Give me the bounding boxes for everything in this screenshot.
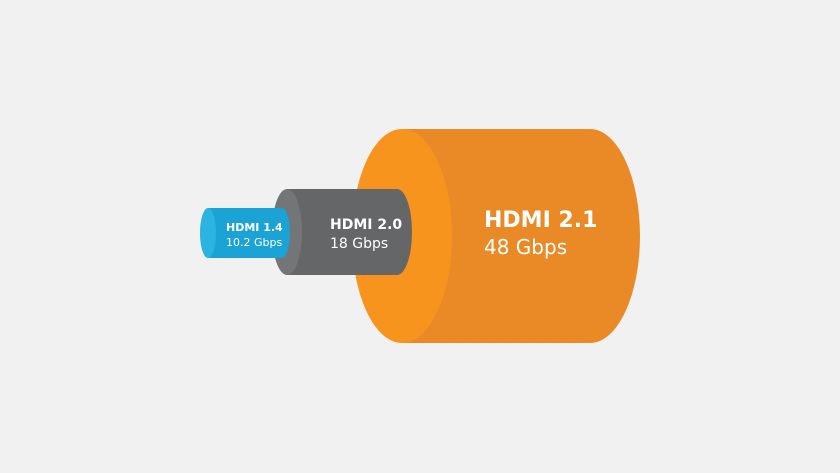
cylinder-body [208,208,290,258]
label-hdmi-2-1-speed: 48 Gbps [484,235,567,259]
cylinder-hdmi-1-4 [200,208,290,258]
label-hdmi-1-4-name: HDMI 1.4 [226,221,283,234]
cylinder-body [287,189,412,275]
label-hdmi-2-0-name: HDMI 2.0 [330,217,402,233]
label-hdmi-2-1-name: HDMI 2.1 [484,208,597,233]
cylinder-hdmi-2-1 [352,129,640,343]
label-hdmi-1-4-speed: 10.2 Gbps [226,236,282,249]
cylinder-front-face [200,208,216,258]
label-hdmi-2-0-speed: 18 Gbps [330,236,388,252]
cylinder-body [402,129,640,343]
